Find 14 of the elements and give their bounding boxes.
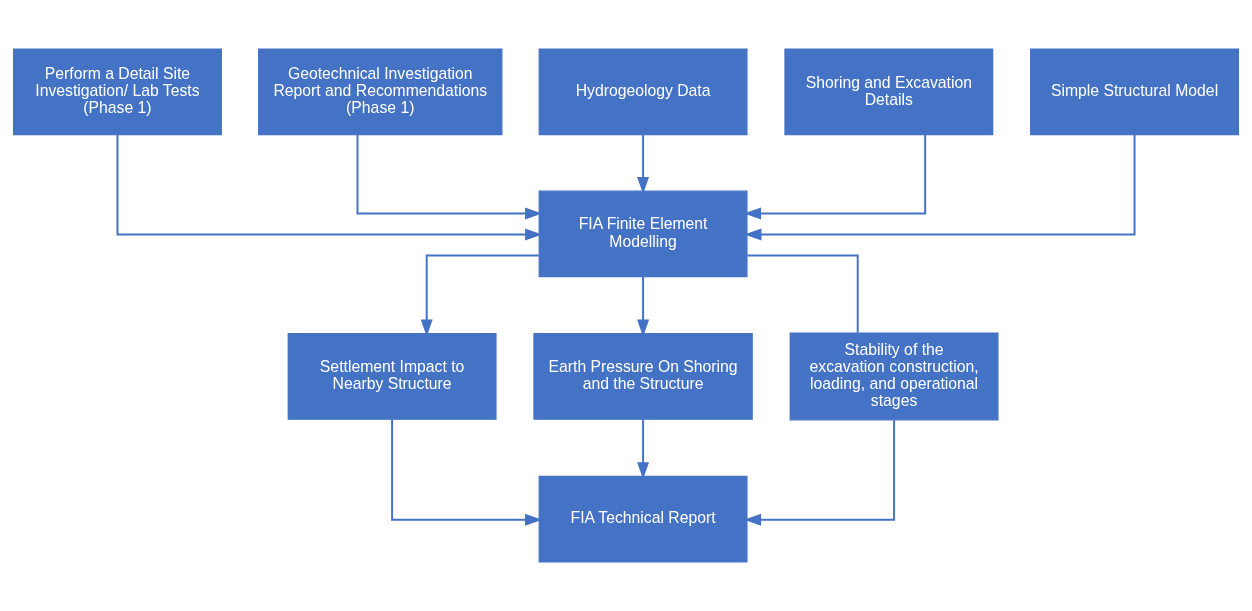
node-box: Hydrogeology Data [538,48,748,136]
node-box: Earth Pressure On Shoring and the Structure [533,333,753,420]
node-box: Simple Structural Model [1030,48,1239,136]
node-box: Perform a Detail Site Investigation/ Lab Tests (Phase 1) [13,48,222,136]
connector [746,254,859,334]
arrow [744,419,896,526]
node-box: Stability of the excavation construction, loading, and operational stages [789,332,999,421]
node-box: FIA Technical Report [538,475,748,563]
node-box: Geotechnical Investigation Report and Recommendations (Phase 1) [258,48,503,136]
node-box: FIA Finite Element Modelling [538,190,748,278]
arrow [744,133,1136,241]
node-box: Shoring and Excavation Details [784,48,994,136]
node-box: Settlement Impact to Nearby Structure [287,333,497,420]
arrow [637,133,650,195]
